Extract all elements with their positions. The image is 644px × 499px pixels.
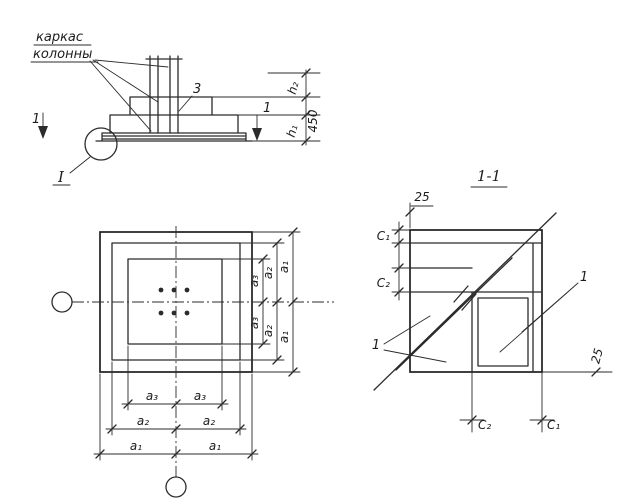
dim-a3-right-bottom: a₃: [247, 317, 261, 329]
plan-view: a₃ a₃ a₂ a₂ a₁ a₁ a₃ a₃ a₂ a₂ a₁ a₁: [51, 226, 334, 498]
edge-dim-slash-right: [591, 367, 601, 377]
dim-c2-left-label: C₂: [377, 276, 390, 290]
rebar-dot: [171, 310, 177, 316]
dim-c1-left-label: C₁: [377, 229, 390, 243]
column-frame-callout-line1: каркас: [36, 30, 83, 45]
centerlines: [72, 226, 334, 477]
column-rebar-cage: [145, 55, 183, 134]
section-cut-label-left: 1: [32, 112, 40, 127]
rebar-dots: [158, 287, 190, 316]
break-marks: [453, 285, 477, 311]
section-cut-label-right: 1: [263, 101, 271, 116]
dim-a2-bottom-left: a₂: [137, 414, 149, 428]
extension-lines-bottom: [459, 371, 555, 433]
dim-a2-right-top: a₂: [261, 267, 275, 279]
section-arrowhead-right: [252, 128, 262, 141]
section-view: 1-1 25 25 C₁ C₂ C₂ C₁ 1 1: [372, 167, 613, 433]
break-diagonals: [373, 212, 557, 391]
rebar-dot: [158, 287, 164, 293]
dim-a1-bottom-left: a₁: [130, 439, 142, 453]
dim-25-top-label: 25: [414, 190, 429, 204]
dim-a3-right-top: a₃: [247, 275, 261, 287]
dim-a1-right-top: a₁: [277, 261, 291, 273]
dimension-tick-slashes-left: [394, 225, 404, 297]
section-arrowhead-left: [38, 126, 48, 139]
axis-bubble-bottom: [165, 476, 187, 498]
dim-h1-label: h₁: [284, 123, 301, 139]
mesh-panel-inner: [477, 297, 529, 367]
dim-450-label: 450: [306, 109, 320, 132]
section-title: 1-1: [477, 167, 501, 185]
extension-lines-bottom: [99, 345, 253, 461]
rebar-dot: [184, 287, 190, 293]
dim-a2-right-bottom: a₂: [261, 325, 275, 337]
dim-a1-right-bottom: a₁: [277, 331, 291, 343]
dim-a3-bottom-left: a₃: [146, 389, 158, 403]
detail-circle: [84, 127, 118, 161]
detail-mark-label: I: [57, 168, 65, 186]
callout-underlines: [30, 44, 99, 63]
mesh-label-left: 1: [372, 338, 380, 353]
dimension-tick-slashes-bottom: [467, 415, 547, 425]
dim-h2-label: h₂: [285, 80, 302, 96]
axis-bubble-left: [51, 291, 73, 313]
detail-leader-line: [69, 156, 91, 174]
part-number-label: 3: [193, 82, 201, 97]
dim-25-right-label: 25: [588, 347, 605, 365]
rebar-dot: [158, 310, 164, 316]
mesh-outline: [409, 229, 543, 373]
foundation-steps: [95, 96, 253, 142]
elevation-view: каркас колонны 1 1 h₂ 450 h₁ I 3: [30, 30, 321, 186]
dim-a3-bottom-right: a₃: [194, 389, 206, 403]
rebar-dot: [184, 310, 190, 316]
dim-c2-bottom-label: C₂: [478, 418, 491, 432]
dim-c1-bottom-label: C₁: [547, 418, 560, 432]
dim-a1-bottom-right: a₁: [209, 439, 221, 453]
dim-a2-bottom-right: a₂: [203, 414, 215, 428]
extension-lines-left: [391, 229, 411, 293]
dimension-tick-slashes-bottom: [95, 399, 257, 459]
rebar-dot: [171, 287, 177, 293]
part-label-leader: [178, 95, 193, 112]
dimension-tick-slashes-right: [258, 227, 298, 377]
column-footprint-outline: [127, 258, 223, 345]
mesh-leader-lines: [383, 282, 579, 363]
mesh-label-right: 1: [580, 270, 588, 285]
extension-lines-right: [211, 72, 321, 142]
dimension-tick-slashes: [301, 68, 311, 146]
edge-dim-slash-top: [405, 207, 415, 217]
mesh-bars: [409, 242, 543, 373]
extension-lines-right: [221, 231, 301, 373]
callout-leader-lines: [89, 59, 169, 132]
column-frame-callout-line2: колонны: [33, 47, 92, 62]
